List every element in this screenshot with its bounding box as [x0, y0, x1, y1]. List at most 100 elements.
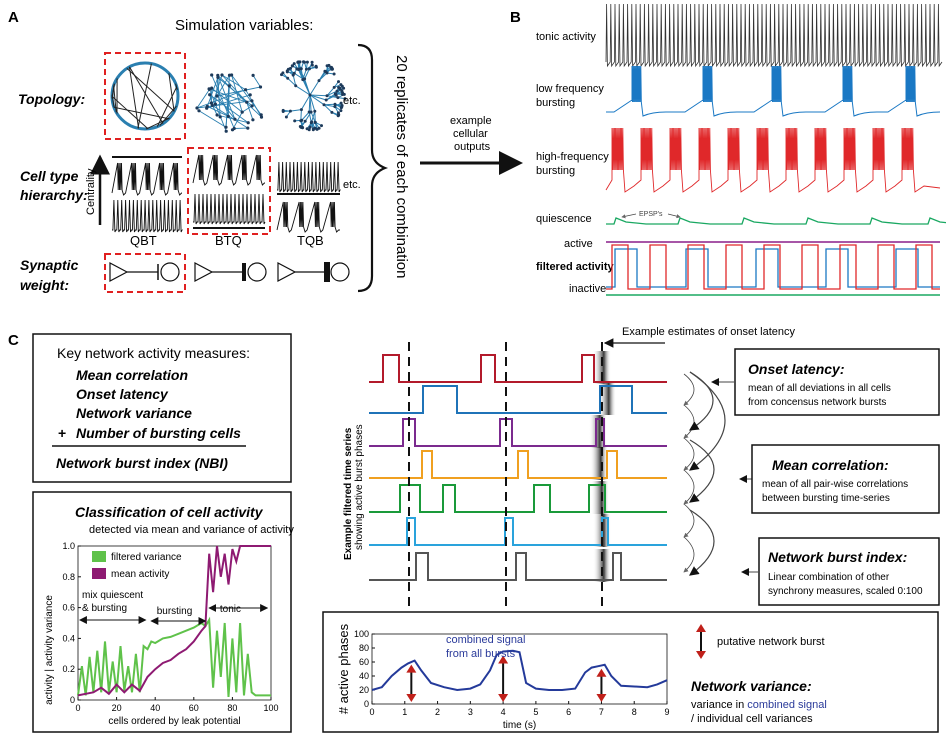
tree-edge — [310, 111, 316, 123]
tree-node — [307, 110, 311, 114]
network-node — [213, 102, 217, 106]
tree-node — [294, 84, 298, 88]
low-filtered — [606, 248, 940, 288]
network-node — [248, 93, 252, 97]
tree-edge — [325, 93, 336, 101]
network-node — [250, 99, 254, 103]
key-measures-box — [32, 333, 292, 483]
classification-title: Classification of cell activity — [75, 504, 264, 520]
tree-edge — [300, 109, 302, 121]
tree-node — [313, 109, 317, 113]
ring-chord — [137, 63, 152, 129]
legend-label-variance: filtered variance — [111, 552, 182, 563]
network-node — [233, 117, 237, 121]
low-label-1: low frequency — [536, 83, 604, 95]
legend-swatch-variance — [92, 551, 106, 562]
pair-arrow — [683, 536, 695, 573]
region-tonic: tonic — [220, 604, 241, 615]
tree-node — [343, 97, 347, 101]
tree-edge — [287, 77, 297, 87]
tree-node — [299, 119, 303, 123]
network-edge — [212, 105, 249, 129]
y-tick-label: 20 — [359, 685, 369, 695]
tree-edge — [290, 109, 302, 112]
tree-node — [317, 79, 321, 83]
tree-node — [286, 76, 290, 80]
network-node — [245, 100, 249, 104]
tree-node — [310, 60, 314, 64]
y-axis-label: # active phases — [336, 623, 351, 714]
ring-chord — [128, 66, 140, 129]
tree-node — [327, 63, 331, 67]
variance-marker-head — [596, 694, 607, 702]
variance-marker-head — [596, 668, 607, 677]
nbi-line-1: Linear combination of other — [768, 572, 890, 583]
pair-arrow — [683, 469, 695, 505]
combined-label-1: combined signal — [446, 634, 526, 646]
nbi-result: Network burst index (NBI) — [56, 455, 228, 471]
nbi-box — [758, 537, 940, 606]
tree-node — [301, 78, 305, 82]
combined-label-2: from all bursts — [446, 648, 516, 660]
cellular-output-traces — [605, 3, 946, 296]
tree-node — [337, 86, 341, 89]
arrow-label-2: cellular — [453, 128, 488, 140]
tree-edge — [323, 104, 333, 113]
scale-free-network — [280, 60, 347, 132]
tree-node — [293, 119, 297, 123]
synapse-strong — [277, 262, 350, 282]
network-node — [197, 109, 201, 113]
pair-arrow — [683, 373, 695, 406]
tree-edge — [309, 80, 320, 96]
tree-node — [310, 63, 314, 67]
tree-node — [333, 92, 337, 96]
network-node — [232, 126, 236, 131]
tree-edge — [295, 85, 311, 96]
tree-node — [309, 121, 313, 125]
network-edge — [221, 74, 248, 103]
cell-time-series — [369, 484, 667, 513]
y-tick-label: 80 — [359, 643, 369, 653]
network-node — [250, 104, 254, 108]
panel-b-label: B — [510, 9, 521, 26]
correlation-line-1: mean of all pair-wise correlations — [762, 479, 908, 490]
correlation-box — [751, 444, 940, 514]
ring-chord — [113, 106, 170, 120]
putative-label: putative network burst — [717, 636, 825, 648]
selected-weight-box — [104, 253, 186, 293]
group-arrow — [689, 439, 715, 503]
combined-signal-line — [371, 649, 668, 692]
tree-node — [341, 93, 345, 96]
x-tick-label: 20 — [112, 703, 122, 713]
x-tick-label: 40 — [150, 703, 160, 713]
x-tick-label: 2 — [435, 707, 440, 717]
tree-node — [286, 67, 290, 71]
tree-node — [333, 102, 337, 106]
arrow-label-1: example — [450, 115, 492, 127]
tree-node — [320, 124, 323, 128]
variance-marker-head — [498, 694, 509, 702]
tree-node — [325, 94, 329, 98]
tree-node — [314, 64, 318, 68]
network-edge — [221, 74, 246, 91]
network-node — [220, 73, 224, 77]
tree-node — [339, 83, 343, 87]
filtered-label: filtered activity — [536, 261, 615, 273]
hierarchy-qbt: QBT — [130, 233, 157, 248]
network-node — [224, 129, 228, 133]
tree-edge — [300, 68, 304, 80]
x-tick-label: 8 — [632, 707, 637, 717]
timeseries-ylabel-bold: Example filtered time series — [343, 427, 354, 560]
synapse-medium — [194, 262, 267, 282]
onset-line-1: mean of all deviations in all cells — [748, 383, 891, 394]
plot-frame — [77, 545, 272, 701]
y-tick-label: 0.2 — [62, 664, 75, 674]
high-bursting-trace — [605, 127, 941, 193]
classification-subtitle: detected via mean and variance of activi… — [89, 524, 294, 536]
tree-node — [330, 110, 334, 114]
panel-a-label: A — [8, 9, 19, 26]
cell-time-series — [369, 385, 667, 414]
